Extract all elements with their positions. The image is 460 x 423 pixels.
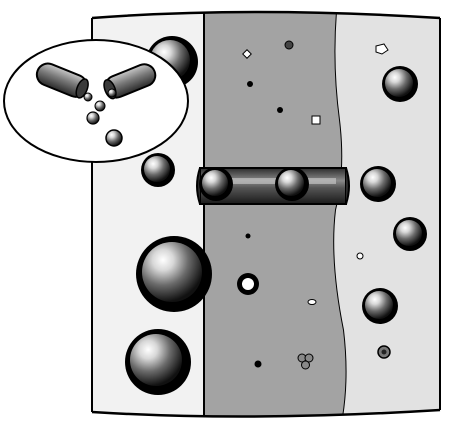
small-particle-icon	[308, 300, 316, 305]
small-particle-icon	[357, 253, 363, 259]
sphere-icon	[141, 153, 175, 187]
small-particle-icon	[277, 107, 283, 113]
sphere-icon	[136, 236, 212, 312]
sphere-icon	[199, 167, 233, 201]
small-particle-icon	[312, 116, 320, 124]
capsule-inset	[4, 40, 188, 162]
small-particle-icon	[382, 350, 387, 355]
sphere-icon	[275, 167, 309, 201]
sphere-icon	[382, 66, 418, 102]
small-particle-icon	[247, 81, 253, 87]
small-particle-icon	[246, 234, 251, 239]
sphere-icon	[237, 273, 259, 295]
sphere-icon	[362, 288, 398, 324]
small-particle-icon	[285, 41, 293, 49]
right-layer	[334, 0, 440, 423]
sphere-icon	[360, 166, 396, 202]
middle-layer	[204, 0, 347, 423]
sphere-icon	[393, 217, 427, 251]
small-particle-icon	[255, 361, 262, 368]
sphere-icon	[125, 329, 191, 395]
